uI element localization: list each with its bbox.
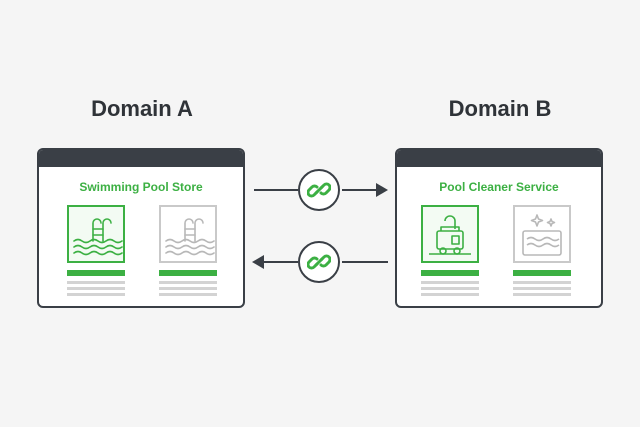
- window-titlebar: [39, 150, 243, 167]
- sparkling-pool-icon: [522, 214, 562, 256]
- arrow-line-a-to-b: [342, 189, 378, 191]
- domain-b-website-window: Pool Cleaner Service: [395, 148, 603, 308]
- text-placeholder-line: [421, 281, 479, 284]
- text-placeholder-line: [67, 293, 125, 296]
- product-title-bar: [421, 270, 479, 276]
- backlink-a-to-b: [298, 169, 340, 211]
- arrow-head-right-icon: [376, 183, 388, 197]
- arrow-line-a-to-b: [254, 189, 298, 191]
- domain-b-site-name: Pool Cleaner Service: [439, 180, 559, 194]
- text-placeholder-line: [513, 287, 571, 290]
- chain-link-icon: [307, 182, 331, 198]
- product-title-bar: [159, 270, 217, 276]
- chain-link-icon: [307, 254, 331, 270]
- arrow-head-left-icon: [252, 255, 264, 269]
- arrow-line-b-to-a: [342, 261, 388, 263]
- pool-ladder-card-secondary: [159, 205, 217, 263]
- domain-b-title: Domain B: [448, 96, 552, 121]
- text-placeholder-line: [421, 287, 479, 290]
- window-titlebar: [397, 150, 601, 167]
- text-placeholder-line: [159, 293, 217, 296]
- text-placeholder-line: [421, 293, 479, 296]
- text-placeholder-line: [159, 287, 217, 290]
- domain-a-website-window: Swimming Pool Store: [37, 148, 245, 308]
- backlink-b-to-a: [298, 241, 340, 283]
- pool-cleaner-machine-icon: [429, 215, 471, 255]
- pool-ladder-icon: [73, 218, 123, 256]
- pool-ladder-icon: [165, 218, 215, 256]
- text-placeholder-line: [159, 281, 217, 284]
- pool-cleaner-card: [421, 205, 479, 263]
- domain-a-site-name: Swimming Pool Store: [79, 180, 203, 194]
- pool-ladder-card: [67, 205, 125, 263]
- text-placeholder-line: [513, 293, 571, 296]
- product-title-bar: [513, 270, 571, 276]
- arrow-line-b-to-a: [262, 261, 298, 263]
- text-placeholder-line: [513, 281, 571, 284]
- domain-a-title: Domain A: [91, 96, 193, 121]
- product-title-bar: [67, 270, 125, 276]
- text-placeholder-line: [67, 281, 125, 284]
- clean-pool-card: [513, 205, 571, 263]
- text-placeholder-line: [67, 287, 125, 290]
